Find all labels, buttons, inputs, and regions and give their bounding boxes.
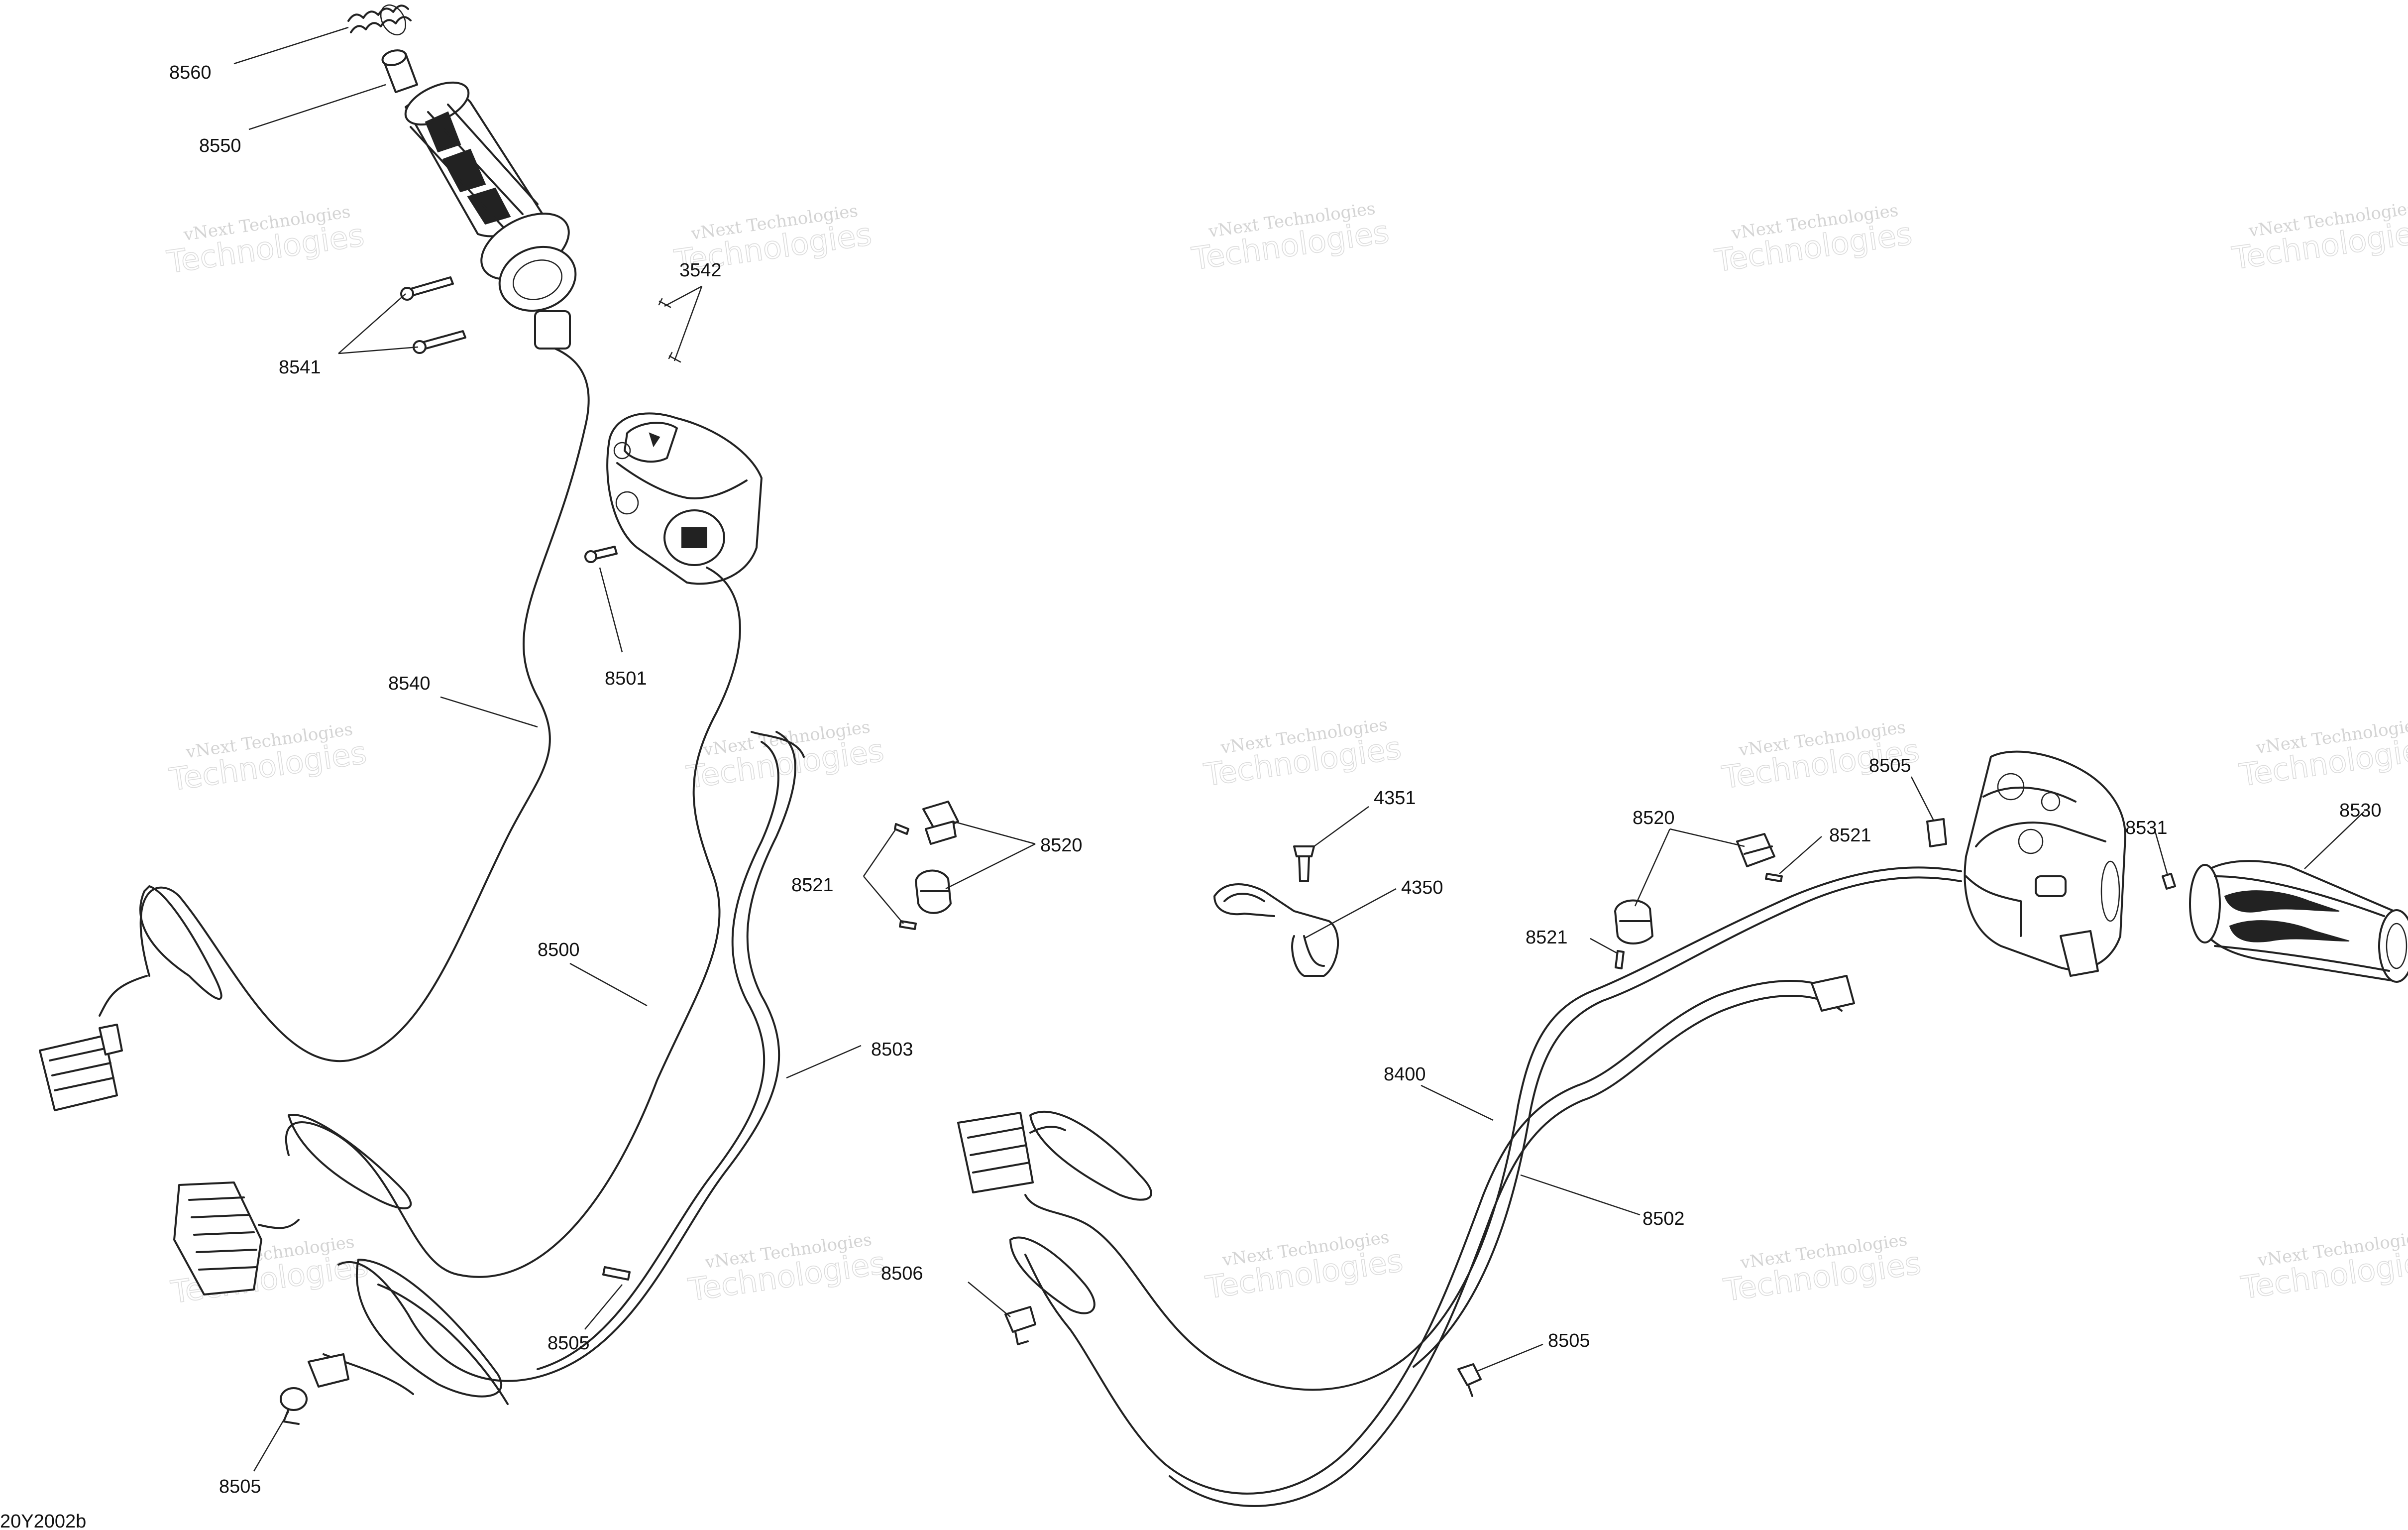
- label-8502: 8502: [1642, 1208, 1685, 1229]
- label-8540: 8540: [388, 673, 431, 694]
- watermark: vNext Technologies Technologies: [1712, 201, 1915, 279]
- label-3542: 3542: [679, 260, 722, 281]
- part-8520-clip-bottom: [915, 869, 952, 914]
- watermark: vNext Technologies Technologies: [685, 1230, 888, 1308]
- label-8503: 8503: [871, 1039, 913, 1060]
- harness-8500-loop: [288, 1114, 412, 1209]
- diagram-code: 20Y2002b: [0, 1511, 86, 1530]
- part-8521-screws-left: [894, 823, 917, 930]
- leader-lines: [233, 26, 2365, 1472]
- part-4351-push-pin: [1293, 845, 1315, 882]
- harness-8503: [337, 731, 796, 1382]
- watermark: vNext Technologies Technologies: [1721, 1230, 1924, 1308]
- watermark: vNext Technologies Technologies: [166, 719, 369, 798]
- part-harness-tube-end: [308, 1353, 349, 1388]
- label-8531: 8531: [2125, 818, 2168, 838]
- part-8520-clip-top: [922, 801, 959, 845]
- part-8505-clamp-bottom-left: [280, 1387, 308, 1425]
- watermark: vNext Technologies Technologies: [1189, 199, 1392, 277]
- label-8521-left: 8521: [791, 875, 834, 896]
- part-8506-cable-tie: [1004, 1306, 1036, 1345]
- harness-8502-edge: [1169, 995, 1843, 1507]
- part-8501-screw: [584, 546, 618, 563]
- harness-8503-edge-2: [751, 731, 805, 758]
- watermark: vNext Technologies Technologies: [2237, 715, 2408, 794]
- harness-8500: [285, 567, 741, 1278]
- part-right-switch-housing: [1964, 750, 2126, 977]
- label-8520-right: 8520: [1633, 808, 1675, 828]
- label-8521-right-top: 8521: [1829, 825, 1871, 846]
- label-8506: 8506: [881, 1263, 923, 1284]
- label-8505-left: 8505: [547, 1333, 590, 1354]
- label-8560: 8560: [169, 62, 212, 83]
- harness-8503-edge: [537, 741, 779, 1370]
- harness-8502: [1024, 980, 1843, 1495]
- part-8521-screw-right-mid: [1615, 950, 1625, 969]
- part-8505-pin-left: [602, 1266, 631, 1281]
- part-connector-right: [957, 1112, 1066, 1193]
- part-labels: 8560 8550 8541 3542 8501 8540 8500 8503 …: [0, 62, 2382, 1530]
- watermark: vNext Technologies Technologies: [1203, 1227, 1406, 1306]
- part-4350-bracket: [1213, 883, 1339, 977]
- label-8550: 8550: [199, 135, 241, 156]
- harness-8400: [1024, 866, 1962, 1391]
- label-8541: 8541: [279, 357, 321, 378]
- watermark: vNext Technologies Technologies: [1201, 714, 1404, 793]
- label-8505-bottom-left: 8505: [219, 1476, 261, 1497]
- label-8520-left: 8520: [1040, 835, 1083, 856]
- watermark: vNext Technologies Technologies: [684, 717, 886, 796]
- part-8520-clip-right-bottom: [1614, 899, 1653, 944]
- harness-8400-edge: [1413, 876, 1962, 1368]
- part-8505-clip-right: [1926, 818, 1947, 847]
- harness-left-lower-branch: [323, 1284, 509, 1405]
- harness-8540: [99, 348, 590, 1062]
- label-8400: 8400: [1384, 1064, 1426, 1085]
- part-connector-left: [39, 1024, 123, 1111]
- harness-8540-loop: [139, 885, 222, 1000]
- label-8505-bottom-mid: 8505: [1548, 1330, 1590, 1351]
- watermark: vNext Technologies Technologies: [164, 202, 367, 280]
- part-connector-8pin: [173, 1181, 300, 1295]
- harness-8400-loop: [1029, 1110, 1152, 1201]
- label-8500: 8500: [538, 940, 580, 960]
- harness-8503-bottom-loop: [355, 1259, 502, 1398]
- watermark: vNext Technologies Technologies: [2229, 198, 2408, 277]
- part-8505-clip-bottom-mid: [1457, 1363, 1482, 1397]
- harness-8502-loop: [1009, 1236, 1095, 1314]
- part-8531-screw: [2162, 873, 2176, 890]
- part-8520-clip-right-top: [1736, 833, 1775, 867]
- part-8550-sleeve: [381, 49, 418, 93]
- part-8541-pins: [400, 276, 466, 354]
- label-8521-right-mid: 8521: [1526, 927, 1568, 948]
- part-left-switch-housing: [606, 412, 763, 585]
- label-4351: 4351: [1374, 788, 1416, 809]
- part-harness-tube-end-right: [1811, 975, 1855, 1012]
- label-8530: 8530: [2339, 800, 2382, 821]
- part-8530-right-grip: [2189, 860, 2408, 983]
- part-8521-screw-right-top: [1765, 873, 1783, 882]
- label-8505-right: 8505: [1869, 755, 1911, 776]
- part-left-grip: [404, 81, 577, 350]
- label-8501: 8501: [605, 668, 647, 689]
- label-4350: 4350: [1401, 877, 1443, 898]
- part-8560-spring: [347, 4, 412, 36]
- watermark: vNext Technologies Technologies: [2238, 1227, 2408, 1306]
